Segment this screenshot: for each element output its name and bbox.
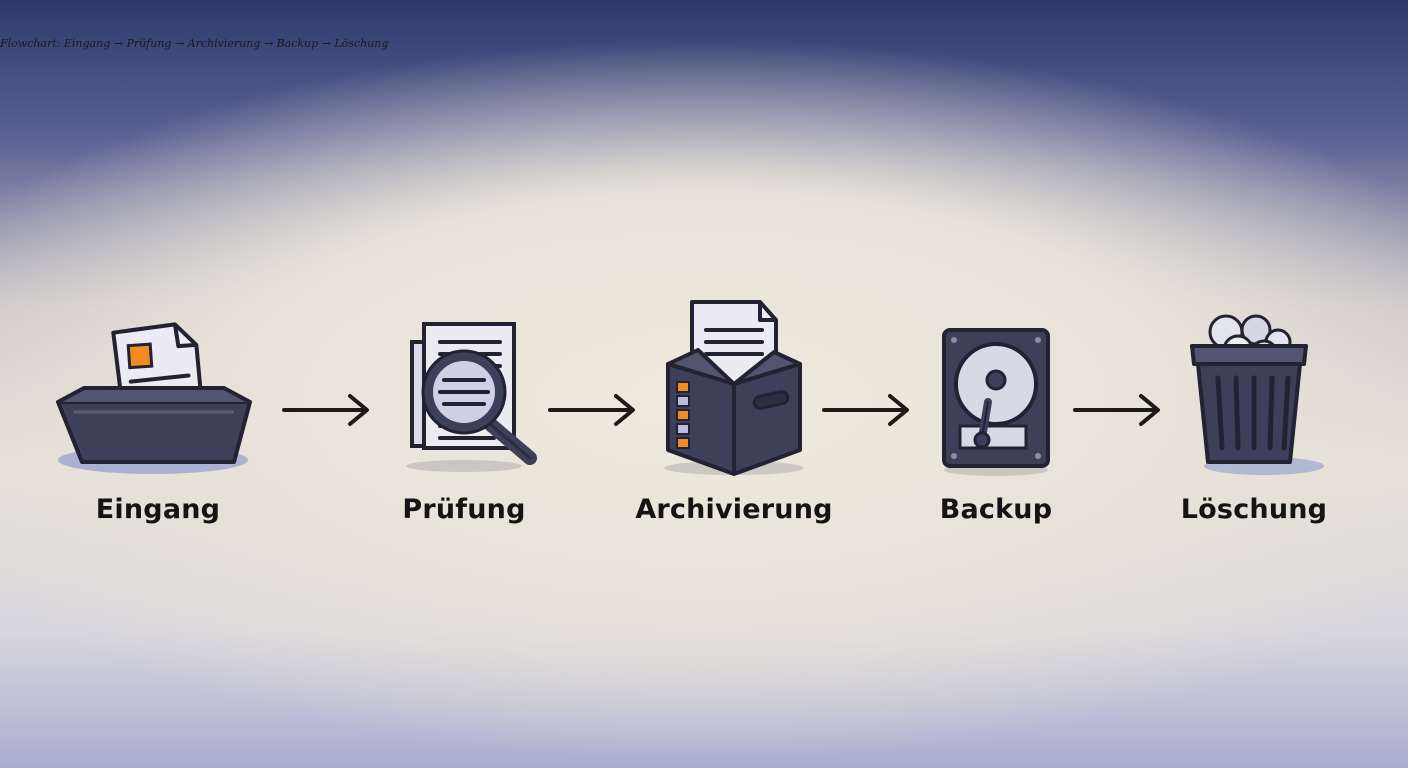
step-label: Eingang — [95, 494, 221, 525]
step-label: Prüfung — [402, 494, 526, 525]
trash-bin-icon — [1190, 314, 1324, 475]
archive-box-icon — [664, 300, 804, 476]
step-label: Archivierung — [635, 494, 833, 525]
step-pruefung: Prüfung — [344, 290, 584, 525]
step-loeschung: Löschung — [1134, 290, 1374, 525]
hard-drive-icon — [942, 328, 1050, 476]
arrow-right-icon — [822, 394, 909, 426]
arrow-right-icon — [1073, 394, 1160, 426]
inbox-tray-icon — [56, 322, 252, 474]
flowchart-caption: Flowchart: Eingang → Prüfung → Archivier… — [0, 37, 389, 50]
step-archivierung: Archivierung — [614, 290, 854, 525]
step-backup: Backup — [876, 290, 1116, 525]
step-label: Backup — [939, 494, 1053, 525]
step-eingang: Eingang — [38, 290, 278, 525]
arrow-right-icon — [282, 394, 369, 426]
step-label: Löschung — [1180, 494, 1328, 525]
arrow-right-icon — [548, 394, 635, 426]
magnifier-document-icon — [406, 322, 537, 472]
